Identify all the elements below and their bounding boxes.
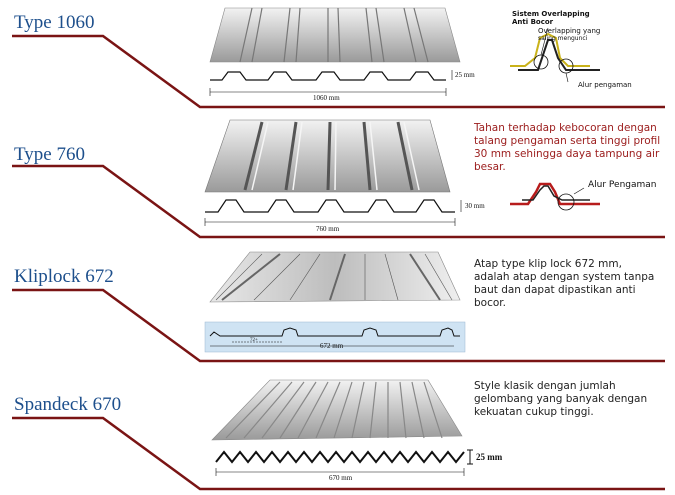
overlap-diagram [510,27,600,83]
kliplock-title: Kliplock 672 [14,266,114,287]
overlap-title-2: Anti Bocor [512,18,554,26]
kliplock-desc-line-3: baut dan dapat dipastikan anti [474,284,636,296]
spandeck-desc-line-2: gelombang yang banyak dengan [474,393,648,405]
type760-title: Type 760 [14,144,85,165]
type1060-width-label: 1060 mm [313,94,340,102]
section-divider-4 [12,416,665,491]
type1060-profile-drawing [209,70,453,96]
overlap-title-1: Sistem Overlapping [512,10,590,18]
kliplock-sheet-image [209,251,461,303]
type1060-sheet-image [209,7,461,63]
type1060-title: Type 1060 [14,12,95,33]
kliplock-profile-drawing [204,321,466,353]
spandeck-desc-line-1: Style klasik dengan jumlah [474,380,616,392]
alur-pengaman-diagram [510,182,600,211]
type760-desc-line-4: besar. [474,161,506,173]
type760-desc-line-1: Tahan terhadap kebocoran dengan [474,122,657,134]
section-divider-1 [12,34,665,109]
overlap-label-2: Alur pengaman [578,81,632,89]
section-divider-3 [12,288,665,363]
spandeck-sheet-image [211,379,463,441]
type760-height-label: 30 mm [465,202,485,210]
type760-sheet-image [204,119,451,193]
type1060-height-label: 25 mm [455,71,475,79]
type760-desc-line-2: talang pengaman serta tinggi profil [474,135,661,147]
spandeck-desc-line-3: kekuatan cukup tinggi. [474,406,594,418]
spandeck-title: Spandeck 670 [14,394,122,415]
kliplock-desc-line-4: bocor. [474,297,506,309]
kliplock-desc-line-1: Atap type klip lock 672 mm, [474,258,622,270]
overlap-label-1b: saling mengunci [538,35,588,42]
overlap-label-1a: Overlapping yang [538,27,601,35]
kliplock-inner-label: 72+ [250,338,258,343]
spandeck-width-label: 670 mm [329,474,353,482]
type760-width-label: 760 mm [316,225,340,233]
spandeck-height-label: 25 mm [476,452,503,462]
alur-pengaman-label: Alur Pengaman [588,180,657,190]
type760-profile-drawing [204,199,462,226]
spandeck-profile-drawing [215,449,473,476]
section-divider-2 [12,164,665,239]
type760-desc-line-3: 30 mm sehingga daya tampung air [474,148,660,160]
kliplock-width-label: 672 mm [320,342,344,350]
kliplock-desc-line-2: adalah atap dengan system tanpa [474,271,655,283]
